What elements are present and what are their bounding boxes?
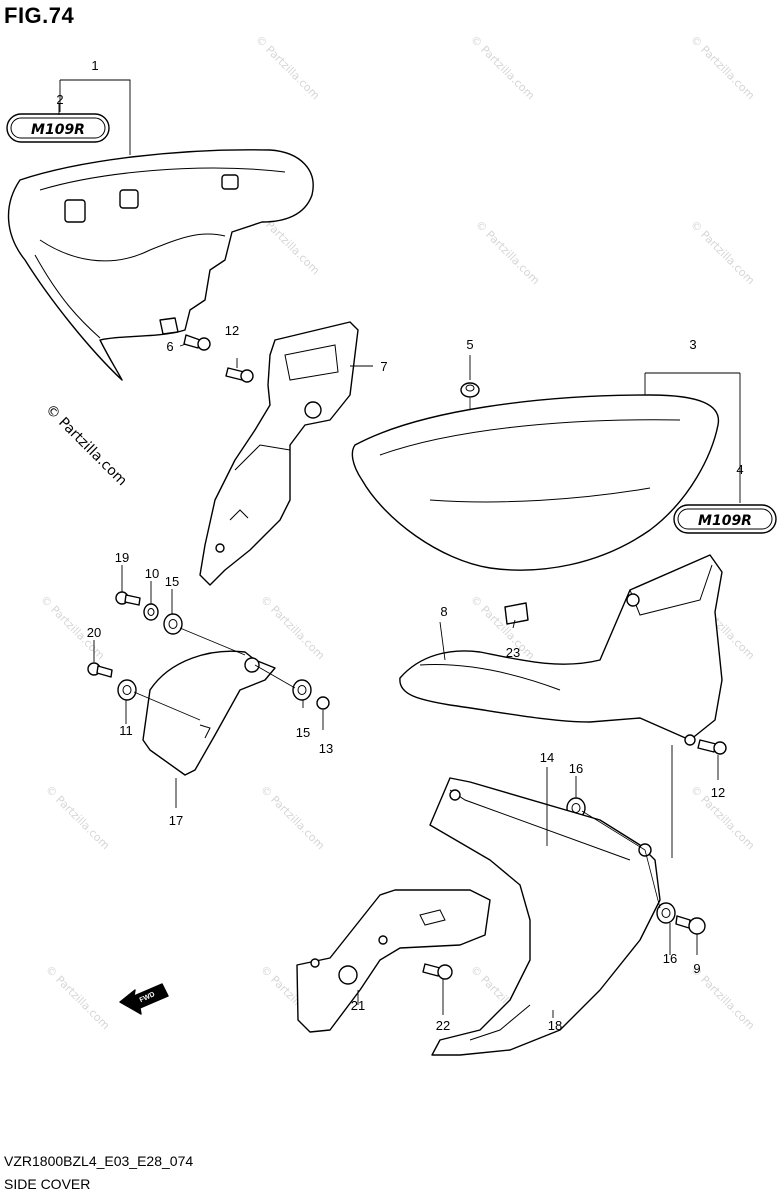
callout-20: 20	[87, 625, 101, 640]
callout-15: 15	[296, 725, 310, 740]
callout-14: 14	[540, 750, 554, 765]
callout-4: 4	[736, 462, 743, 477]
watermark: © Partzilla.com	[42, 402, 130, 490]
grommet-part-11	[117, 679, 137, 701]
callouts: 1 2 6 12 7 5 3 4 8 23 19 10 15 20 11 15 …	[56, 58, 743, 1033]
callout-11: 11	[119, 723, 133, 738]
callout-10: 10	[145, 566, 159, 581]
callout-16: 16	[569, 761, 583, 776]
emblem-part-2: M109R	[6, 113, 110, 143]
cover-part-17	[142, 650, 276, 776]
watermark: © Partzilla.com	[43, 963, 112, 1032]
callout-21: 21	[351, 998, 365, 1013]
bolt-part-12-upper	[225, 367, 254, 383]
watermark: © Partzilla.com	[258, 593, 327, 662]
nut-part-13	[316, 696, 330, 710]
watermark: © Partzilla.com	[43, 783, 112, 852]
callout-2: 2	[56, 92, 63, 107]
grommet-part-15-upper	[163, 613, 183, 635]
washer-part-10	[143, 603, 159, 621]
bolt-part-20	[87, 662, 113, 678]
emblem-part-4: M109R	[673, 504, 777, 534]
bolt-part-19	[115, 591, 141, 606]
plate-part-21	[296, 889, 491, 1033]
watermark: © Partzilla.com	[473, 218, 542, 287]
watermark: © Partzilla.com	[688, 218, 757, 287]
right-side-cover-part-3	[351, 394, 720, 571]
bolt-part-6	[183, 334, 211, 351]
callout-13: 13	[319, 741, 333, 756]
grommet-part-15-lower	[292, 679, 312, 701]
watermark: © Partzilla.com	[468, 33, 537, 102]
emblem-text: M109R	[31, 122, 85, 138]
bracket-part-7	[199, 321, 359, 586]
model-code: VZR1800BZL4_E03_E28_074	[4, 1153, 194, 1169]
grommet-part-5	[460, 382, 480, 398]
callout-1: 1	[91, 58, 98, 73]
inner-cover-part-8	[399, 554, 723, 746]
callout-17: 17	[169, 813, 183, 828]
figure-title: FIG.74	[4, 3, 75, 28]
left-side-cover-part-1	[7, 149, 314, 381]
callout-5: 5	[466, 337, 473, 352]
leader-lines	[58, 79, 741, 1018]
callout-16: 16	[663, 951, 677, 966]
callout-19: 19	[115, 550, 129, 565]
fwd-arrow-icon: FWD	[119, 983, 169, 1015]
pad-part-23	[504, 602, 529, 625]
callout-8: 8	[440, 604, 447, 619]
emblem-text: M109R	[698, 513, 752, 529]
callout-23: 23	[506, 645, 520, 660]
callout-7: 7	[380, 359, 387, 374]
assembly-lines	[133, 398, 661, 909]
watermark: © Partzilla.com	[253, 33, 322, 102]
callout-12: 12	[225, 323, 239, 338]
callout-12: 12	[711, 785, 725, 800]
section-name: SIDE COVER	[4, 1176, 91, 1192]
bolt-part-12-right	[697, 739, 727, 755]
lower-bracket-part-18	[429, 777, 661, 1056]
callout-22: 22	[436, 1018, 450, 1033]
watermark: © Partzilla.com	[258, 783, 327, 852]
bolt-part-9	[675, 915, 706, 935]
callout-6: 6	[166, 339, 173, 354]
bolt-part-22	[422, 963, 453, 980]
callout-3: 3	[689, 337, 696, 352]
grommet-part-16-lower	[656, 902, 676, 924]
callout-15: 15	[165, 574, 179, 589]
callout-18: 18	[548, 1018, 562, 1033]
watermark: © Partzilla.com	[688, 33, 757, 102]
callout-9: 9	[693, 961, 700, 976]
